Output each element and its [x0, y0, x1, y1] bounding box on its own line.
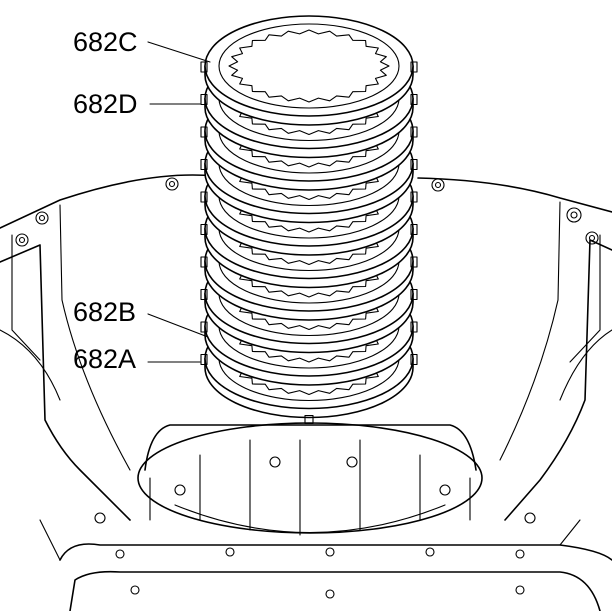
transmission-case [0, 174, 612, 611]
callout-682d: 682D [73, 89, 201, 119]
clutch-disc-stack [200, 15, 418, 425]
callout-682a: 682A [73, 344, 201, 374]
disc-stack-bottom-tab [304, 414, 314, 425]
callout-682b-leader [147, 313, 209, 338]
callout-682c-label: 682C [73, 27, 138, 57]
callouts: 682C 682D 682B 682A [73, 27, 211, 374]
callout-682a-label: 682A [73, 344, 136, 374]
callout-682b: 682B [73, 297, 209, 338]
callout-682b-label: 682B [73, 297, 136, 327]
callout-682c-leader [147, 41, 211, 63]
clutch-disc [200, 15, 418, 126]
callout-682d-label: 682D [73, 89, 138, 119]
case-bolt-holes [15, 177, 599, 599]
callout-682c: 682C [73, 27, 211, 63]
